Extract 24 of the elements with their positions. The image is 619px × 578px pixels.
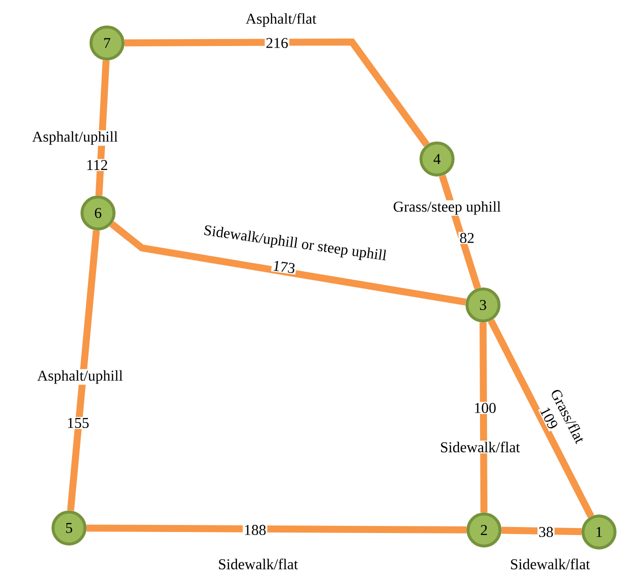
surface-label: Grass/steep uphill [392,200,502,216]
surface-label: Sidewalk/flat [509,558,591,570]
surface-label: Sidewalk/flat [439,440,521,454]
surface-label: Asphalt/uphill [36,369,124,385]
edge-label: 188 [242,524,268,536]
edge-label: 38 [538,526,554,538]
path-line [67,230,100,511]
path-line [95,60,110,196]
edge-label: 155 [66,416,90,429]
edge-label: 82 [458,232,476,244]
path-line [501,526,582,536]
edge-label: 173 [271,259,297,275]
path-line [488,318,594,518]
edge-label: 100 [472,402,498,414]
path-line [124,38,430,147]
surface-label: Asphalt/uphill [31,130,119,146]
path-line [86,524,467,534]
surface-label: Sidewalk/flat [217,558,299,570]
path-line [110,221,466,306]
edge-label: 112 [85,159,109,171]
surface-label: Asphalt/flat [244,12,318,28]
edge-label: 216 [264,36,290,50]
path-line [438,174,482,290]
path-line [480,322,488,512]
